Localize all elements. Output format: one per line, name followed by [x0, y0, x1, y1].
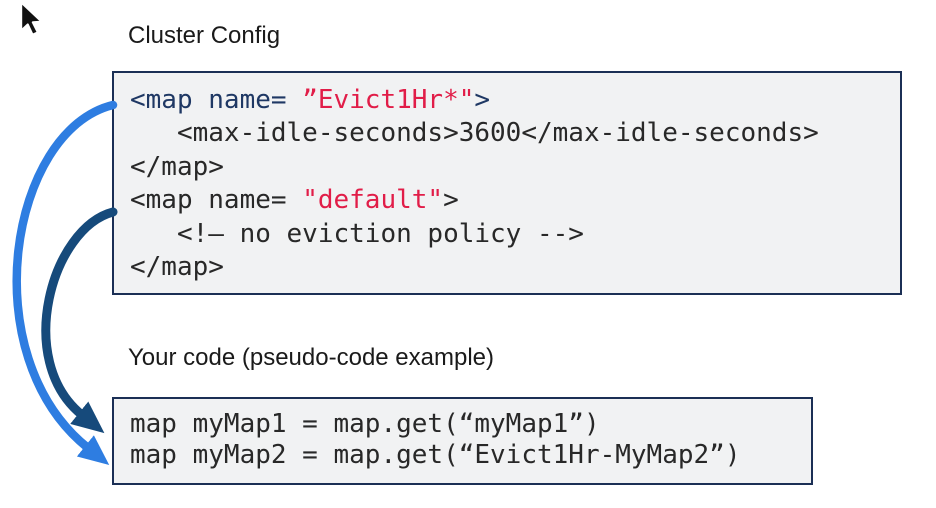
arrow-default-rule-to-mymap1	[41, 207, 118, 434]
your-code-box: map myMap1 = map.get(“myMap1”)map myMap2…	[112, 397, 813, 485]
cluster-config-label: Cluster Config	[128, 22, 281, 49]
code-line: <map name= "default">	[130, 185, 459, 216]
code-line: map myMap1 = map.get(“myMap1”)	[130, 409, 600, 439]
cluster-config-code: <map name= ”Evict1Hr*"> <max-idle-second…	[114, 73, 900, 284]
code-line: <!– no eviction policy -->	[130, 218, 584, 249]
arrow-evict-rule-to-mymap2	[12, 100, 118, 466]
code-line: map myMap2 = map.get(“Evict1Hr-MyMap2”)	[130, 440, 741, 470]
code-line: </map>	[130, 252, 224, 283]
code-line: <map name= ”Evict1Hr*">	[130, 85, 491, 115]
code-line: </map>	[130, 151, 224, 182]
your-code: map myMap1 = map.get(“myMap1”)map myMap2…	[114, 399, 811, 471]
cluster-config-code-box: <map name= ”Evict1Hr*"> <max-idle-second…	[112, 71, 902, 295]
your-code-label: Your code (pseudo-code example)	[128, 344, 495, 371]
mouse-cursor-icon	[19, 1, 44, 37]
code-line: <max-idle-seconds>3600</max-idle-seconds…	[130, 118, 819, 149]
